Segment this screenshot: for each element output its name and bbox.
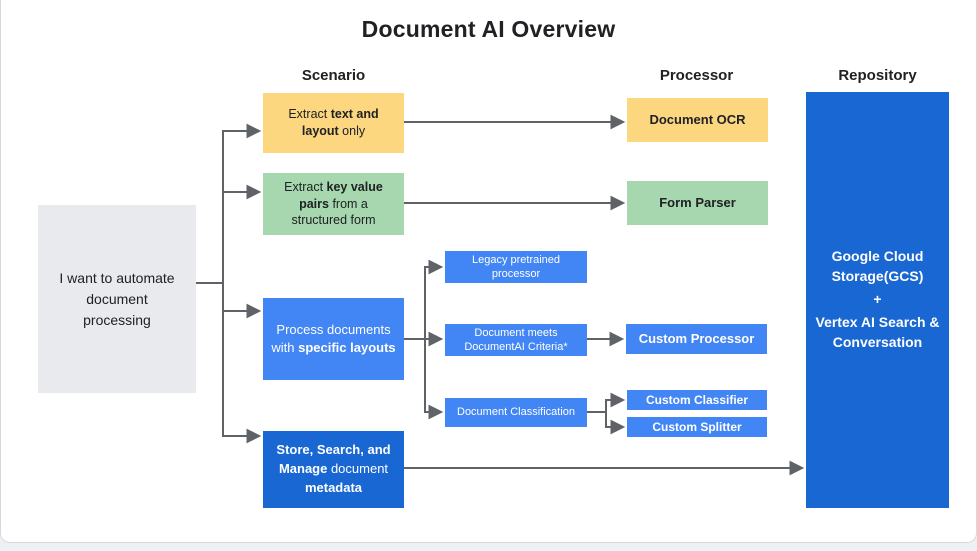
processor-form-parser: Form Parser [627,181,768,225]
processor-custom-classifier-label: Custom Classifier [645,392,749,407]
column-header-scenario: Scenario [301,67,366,84]
option-documentai-criteria: Document meets DocumentAI Criteria* [445,324,587,356]
start-box: I want to automate document processing [38,205,196,393]
processor-custom-processor: Custom Processor [626,324,767,354]
processor-custom-processor-label: Custom Processor [638,331,755,347]
processor-document-ocr-label: Document OCR [649,112,746,128]
option-document-classification: Document Classification [445,398,587,427]
repository-box: Google Cloud Storage(GCS) + Vertex AI Se… [806,92,949,508]
scenario-store-search-manage: Store, Search, and Manage document metad… [263,431,404,508]
option-document-classification-label: Document Classification [457,406,575,419]
column-header-processor: Processor [659,67,734,84]
option-documentai-criteria-label: Document meets DocumentAI Criteria* [464,326,568,353]
scenario-extract-key-value-label: Extract key value pairs from a structure… [284,179,383,228]
processor-custom-classifier: Custom Classifier [627,390,767,410]
processor-custom-splitter: Custom Splitter [627,417,767,437]
processor-form-parser-label: Form Parser [659,195,736,211]
scenario-store-search-manage-label: Store, Search, and Manage document metad… [276,442,391,495]
start-box-label: I want to automate document processing [59,269,175,328]
repository-line-vertex: Vertex AI Search & Conversation [815,313,940,350]
column-header-repository: Repository [838,67,917,84]
scenario-extract-text-layout-label: Extract text and layout only [288,107,379,138]
option-legacy-pretrained-processor-label: Legacy pretrained processor [471,253,561,280]
processor-custom-splitter-label: Custom Splitter [652,419,742,434]
scenario-specific-layouts-label: Process documents with specific layouts [271,322,396,355]
diagram-title: Document AI Overview [361,16,616,42]
processor-document-ocr: Document OCR [627,98,768,142]
scenario-specific-layouts: Process documents with specific layouts [263,298,404,380]
scenario-extract-text-layout: Extract text and layout only [263,93,404,153]
repository-line-plus: + [873,291,882,308]
scenario-extract-key-value: Extract key value pairs from a structure… [263,173,404,235]
option-legacy-pretrained-processor: Legacy pretrained processor [445,251,587,283]
repository-line-gcs: Google Cloud Storage(GCS) [831,248,924,285]
